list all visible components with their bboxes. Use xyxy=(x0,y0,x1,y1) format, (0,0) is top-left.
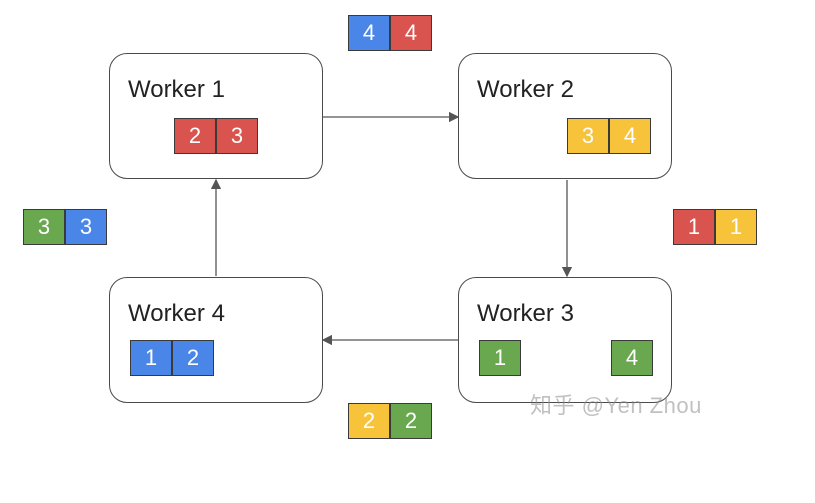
worker-3-box: Worker 3 1 4 xyxy=(458,277,672,403)
watermark: 知乎 @Yen Zhou xyxy=(530,393,702,418)
worker-1-box: Worker 1 2 3 xyxy=(109,53,323,179)
worker-3-chunk-b: 4 xyxy=(611,340,653,376)
message-w3-w4-chunk-b: 2 xyxy=(390,403,432,439)
worker-3-title: Worker 3 xyxy=(477,300,574,327)
worker-4-chunk-b: 2 xyxy=(172,340,214,376)
worker-1-chunk-a: 2 xyxy=(174,118,216,154)
worker-4-chunk-a: 1 xyxy=(130,340,172,376)
worker-4-box: Worker 4 1 2 xyxy=(109,277,323,403)
message-w1-w2-chunk-a: 4 xyxy=(348,15,390,51)
worker-2-chunk-b: 4 xyxy=(609,118,651,154)
worker-1-title: Worker 1 xyxy=(128,76,225,103)
worker-3-chunk-a: 1 xyxy=(479,340,521,376)
worker-1-chunk-b: 3 xyxy=(216,118,258,154)
message-w2-w3-chunk-a: 1 xyxy=(673,209,715,245)
message-w1-w2-chunk-b: 4 xyxy=(390,15,432,51)
worker-2-chunk-a: 3 xyxy=(567,118,609,154)
worker-2-box: Worker 2 3 4 xyxy=(458,53,672,179)
message-w4-w1-chunk-b: 3 xyxy=(65,209,107,245)
message-w2-w3-chunk-b: 1 xyxy=(715,209,757,245)
message-w3-w4-chunk-a: 2 xyxy=(348,403,390,439)
message-w4-w1-chunk-a: 3 xyxy=(23,209,65,245)
worker-2-title: Worker 2 xyxy=(477,76,574,103)
worker-4-title: Worker 4 xyxy=(128,300,225,327)
